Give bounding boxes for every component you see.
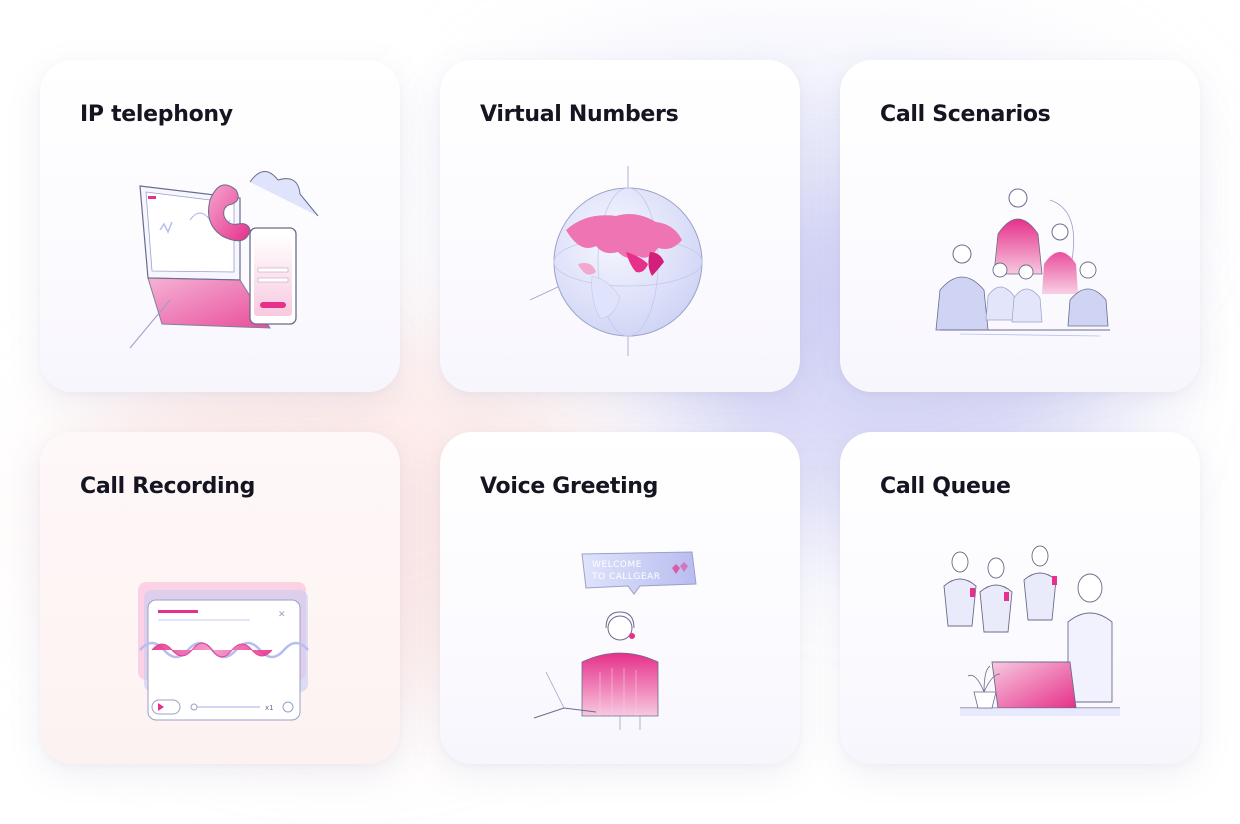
card-ip-telephony[interactable]: IP telephony	[40, 60, 400, 392]
greeting-line-2: TO CALLGEAR	[591, 572, 660, 582]
card-title: Call Queue	[880, 474, 1011, 499]
card-voice-greeting[interactable]: Voice Greeting WELCOME TO CALLGEAR	[440, 432, 800, 764]
card-call-recording[interactable]: Call Recording ✕ x1	[40, 432, 400, 764]
card-call-scenarios[interactable]: Call Scenarios	[840, 60, 1200, 392]
card-title: Call Scenarios	[880, 102, 1051, 127]
feature-grid: IP telephony	[40, 60, 1200, 764]
card-title: IP telephony	[80, 102, 233, 127]
player-speed-label: x1	[265, 704, 274, 712]
operator-greeting-illustration: WELCOME TO CALLGEAR	[500, 532, 740, 732]
laptop-phone-illustration	[100, 160, 340, 360]
greeting-line-1: WELCOME	[592, 560, 642, 570]
audio-player-illustration: ✕ x1	[100, 532, 340, 732]
card-title: Call Recording	[80, 474, 256, 499]
waiting-people-illustration	[900, 532, 1140, 732]
card-title: Voice Greeting	[480, 474, 659, 499]
team-headsets-illustration	[900, 160, 1140, 360]
svg-text:✕: ✕	[278, 610, 286, 620]
globe-illustration	[500, 160, 740, 360]
card-title: Virtual Numbers	[480, 102, 679, 127]
card-call-queue[interactable]: Call Queue	[840, 432, 1200, 764]
card-virtual-numbers[interactable]: Virtual Numbers	[440, 60, 800, 392]
